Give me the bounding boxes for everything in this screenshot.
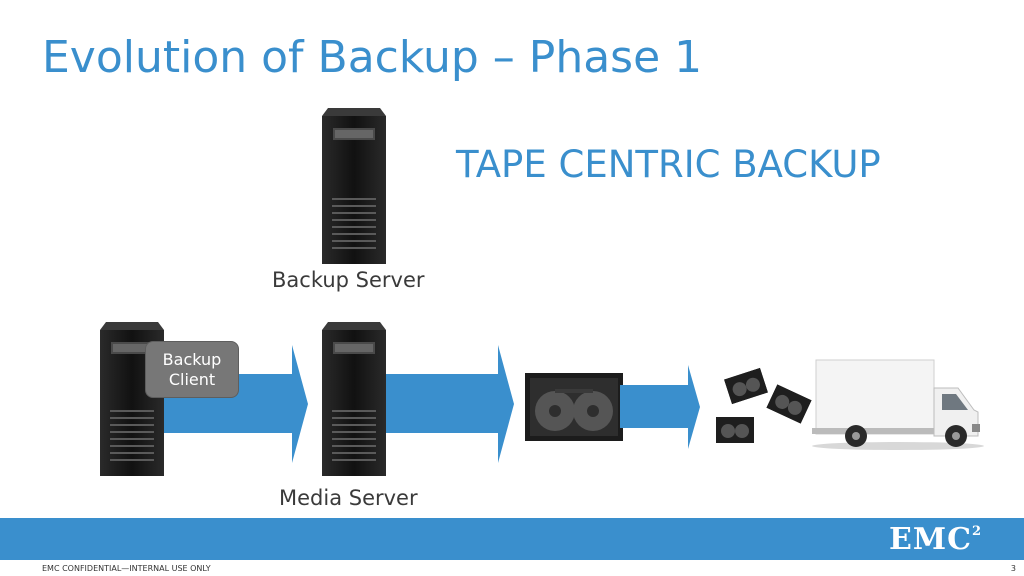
media-server-label: Media Server [279, 486, 418, 510]
small-tape-icon-2 [766, 384, 812, 424]
arrow-media-to-tape [380, 345, 514, 463]
page-number: 3 [1010, 564, 1016, 573]
emc-logo-text: EMC [889, 522, 972, 557]
backup-server-icon [322, 108, 386, 264]
backup-client-badge: Backup Client [145, 341, 239, 398]
confidential-notice: EMC CONFIDENTIAL—INTERNAL USE ONLY [42, 564, 211, 573]
client-label-line2: Client [168, 370, 216, 389]
small-tape-icon-1 [723, 367, 769, 405]
client-server-icon [100, 322, 164, 476]
small-tape-icon-3 [716, 417, 754, 443]
emc-logo-superscript: 2 [971, 524, 982, 539]
emc-logo: EMC2 [889, 522, 982, 557]
client-label-line1: Backup [162, 350, 222, 369]
tape-cartridge-icon [525, 373, 623, 441]
delivery-truck-icon [812, 359, 984, 450]
arrow-tape-to-truck [620, 365, 700, 449]
slide-subtitle: TAPE CENTRIC BACKUP [456, 143, 881, 186]
slide-title: Evolution of Backup – Phase 1 [42, 32, 703, 83]
media-server-icon [322, 322, 386, 476]
backup-server-label: Backup Server [272, 268, 425, 292]
footer-band [0, 518, 1024, 560]
